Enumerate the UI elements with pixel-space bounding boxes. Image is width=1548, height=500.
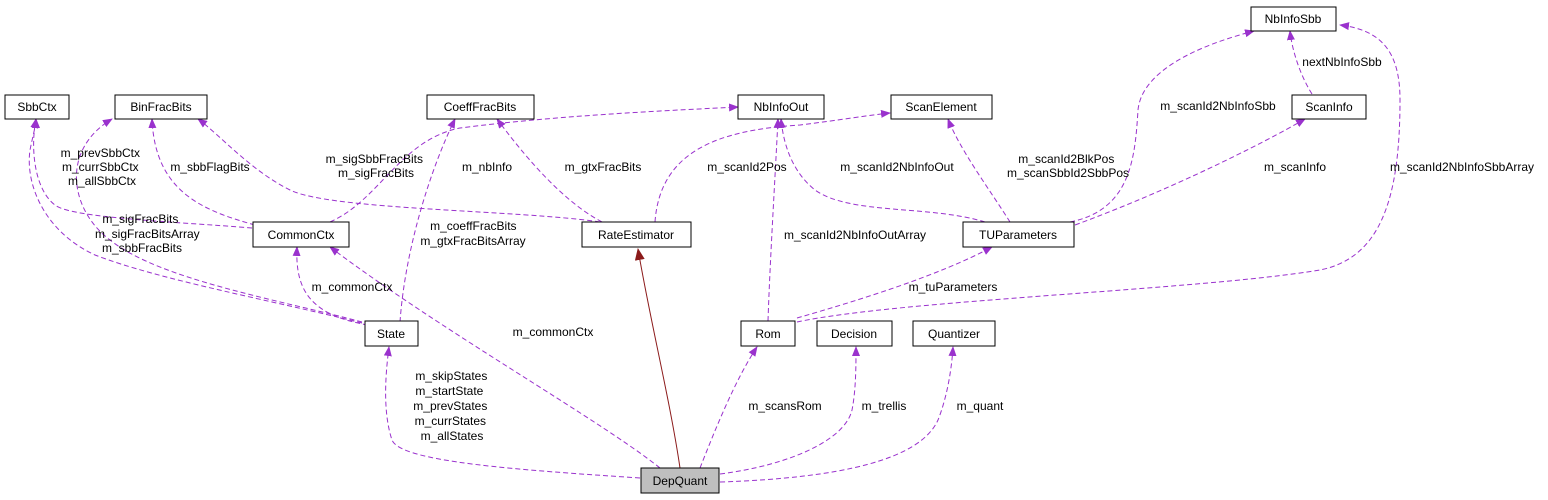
edge-rom-tuparameters [796,246,993,319]
label-state-binfracbits: m_sigFracBits m_sigFracBitsArray m_sbbFr… [95,212,203,255]
edge-tuparameters-nbinfoout [777,118,986,223]
edge-depquant-decision [719,346,860,475]
node-tuparameters[interactable]: TUParameters [962,221,1075,248]
node-decision-label: Decision [831,327,877,341]
node-commonctx[interactable]: CommonCtx [252,221,350,248]
node-depquant-label: DepQuant [653,474,708,488]
edge-depquant-rateestimator [634,248,681,469]
edge-state-binfracbits [76,118,363,323]
node-coefffracbits-label: CoeffFracBits [444,100,516,114]
node-rom-label: Rom [755,327,780,341]
node-scanelement[interactable]: ScanElement [890,94,993,120]
edge-state-coefffracbits [399,118,456,323]
edge-commonctx-nbinfoout [329,103,739,223]
node-scaninfo-label: ScanInfo [1305,100,1353,114]
node-rateestimator[interactable]: RateEstimator [581,221,692,248]
node-nbinfosbb-label: NbInfoSbb [1265,12,1322,26]
label-depquant-commonctx: m_commonCtx [513,325,594,339]
edge-depquant-rom [699,346,758,469]
edge-rateestimator-coefffracbits [496,118,603,223]
node-scaninfo[interactable]: ScanInfo [1291,94,1367,120]
node-commonctx-label: CommonCtx [268,228,335,242]
edge-depquant-commonctx [329,246,661,469]
node-quantizer-label: Quantizer [928,327,980,341]
node-nbinfoout-label: NbInfoOut [754,100,809,114]
node-coefffracbits[interactable]: CoeffFracBits [426,94,535,120]
label-tuparameters-nbinfoout: m_scanId2NbInfoOut [840,160,954,174]
node-sbbctx-label: SbbCtx [17,100,56,114]
edge-rateestimator-binfracbits [197,118,601,223]
label-state-coefffracbits: m_coeffFracBits m_gtxFracBitsArray [420,219,525,248]
label-tuparameters-scaninfo: m_scanInfo [1264,160,1326,174]
label-commonctx-binfracbits: m_sbbFlagBits [170,160,249,174]
node-nbinfosbb[interactable]: NbInfoSbb [1250,6,1337,32]
edge-tuparameters-scaninfo [1074,118,1306,226]
node-decision[interactable]: Decision [816,320,893,347]
label-rom-tuparameters: m_tuParameters [909,280,998,294]
label-rom-nbinfosbb: m_scanId2NbInfoSbbArray [1390,160,1534,174]
label-depquant-decision: m_trellis [862,399,907,413]
edge-tuparameters-nbinfosbb [1069,29,1255,223]
label-scaninfo-nbinfosbb: nextNbInfoSbb [1302,55,1382,69]
label-rom-nbinfoout: m_scanId2NbInfoOutArray [784,228,926,242]
edge-state-commonctx [292,246,369,326]
edge-rom-nbinfosbb [796,22,1401,323]
nodes: SbbCtx BinFracBits CoeffFracBits NbInfoO… [4,6,1367,494]
label-depquant-state: m_skipStates m_startState m_prevStates m… [413,369,490,443]
edge-rom-nbinfoout [767,118,782,322]
edge-commonctx-binfracbits [148,118,256,226]
node-rom[interactable]: Rom [740,320,796,347]
label-commonctx-sbbctx: m_prevSbbCtx m_currSbbCtx m_allSbbCtx [61,146,144,188]
node-quantizer[interactable]: Quantizer [912,320,996,347]
edge-depquant-quantizer [719,346,957,483]
node-scanelement-label: ScanElement [905,100,977,114]
node-depquant[interactable]: DepQuant [640,467,720,494]
node-rateestimator-label: RateEstimator [598,228,674,242]
label-rateestimator-binfracbits: m_sigSbbFracBits m_sigFracBits [326,152,427,180]
label-state-commonctx: m_commonCtx [312,280,393,294]
node-nbinfoout[interactable]: NbInfoOut [737,94,825,120]
label-depquant-quantizer: m_quant [957,399,1004,413]
edge-tuparameters-scanelement [947,118,1011,223]
edge-commonctx-sbbctx [30,118,253,229]
edge-state-sbbctx [28,118,363,324]
label-rateestimator-coefffracbits: m_gtxFracBits [565,160,642,174]
label-tuparameters-scanelement: m_scanId2BlkPos m_scanSbbId2SbbPos [1007,152,1129,180]
edge-labels: m_prevSbbCtx m_currSbbCtx m_allSbbCtx m_… [61,55,1534,443]
edges [28,22,1401,483]
node-tuparameters-label: TUParameters [979,228,1057,242]
node-state-label: State [377,327,405,341]
label-tuparameters-nbinfosbb: m_scanId2NbInfoSbb [1160,99,1276,113]
node-state[interactable]: State [364,320,419,347]
node-binfracbits[interactable]: BinFracBits [114,94,208,120]
label-rateestimator-scanelement: m_scanId2Pos [707,160,786,174]
node-sbbctx[interactable]: SbbCtx [4,94,70,120]
node-binfracbits-label: BinFracBits [130,100,191,114]
label-depquant-rom: m_scansRom [748,399,821,413]
label-commonctx-nbinfoout: m_nbInfo [462,160,512,174]
edge-scaninfo-nbinfosbb [1286,30,1313,95]
